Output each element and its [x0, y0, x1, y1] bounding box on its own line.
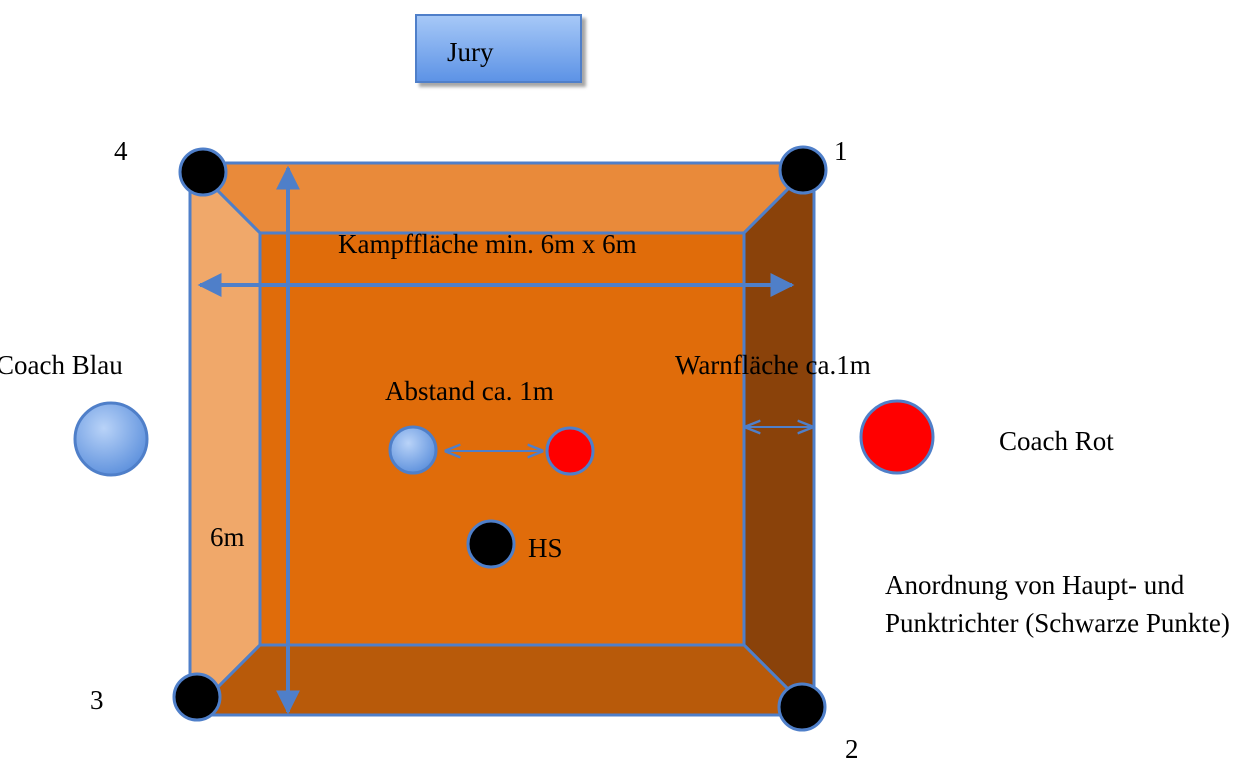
coach-red-marker	[859, 399, 935, 475]
fighter-blue	[388, 425, 438, 475]
jury-box	[415, 14, 582, 83]
coach-blue-label: Coach Blau	[0, 350, 123, 380]
coach-red-label: Coach Rot	[999, 426, 1114, 456]
referee-label: HS	[528, 533, 563, 563]
corner-label-4: 4	[114, 136, 128, 166]
coach-blue-marker	[73, 401, 149, 477]
judge-point-4	[178, 147, 228, 197]
warning-zone-top	[186, 161, 818, 235]
arrangement-note: Anordnung von Haupt- und Punktrichter (S…	[885, 570, 1230, 638]
warning-zone-left	[188, 159, 262, 719]
distance-label: Abstand ca. 1m	[385, 376, 554, 406]
fighting-area	[258, 231, 746, 647]
warning-zone-bottom	[186, 643, 818, 717]
corner-label-1: 1	[834, 136, 848, 166]
warning-zone-label: Warnfläche ca.1m	[675, 350, 871, 380]
judge-point-3	[172, 672, 222, 722]
corner-label-3: 3	[90, 685, 104, 715]
judge-point-1	[778, 145, 828, 195]
referee-point-hs	[466, 519, 516, 569]
fighting-area-label: Kampffläche min. 6m x 6m	[338, 229, 637, 259]
corner-label-2: 2	[845, 734, 859, 764]
warning-zone-right	[742, 159, 816, 719]
six-meter-label: 6m	[210, 522, 245, 552]
fighter-red	[545, 426, 595, 476]
judge-point-2	[777, 682, 827, 732]
jury-label: Jury	[447, 37, 494, 67]
